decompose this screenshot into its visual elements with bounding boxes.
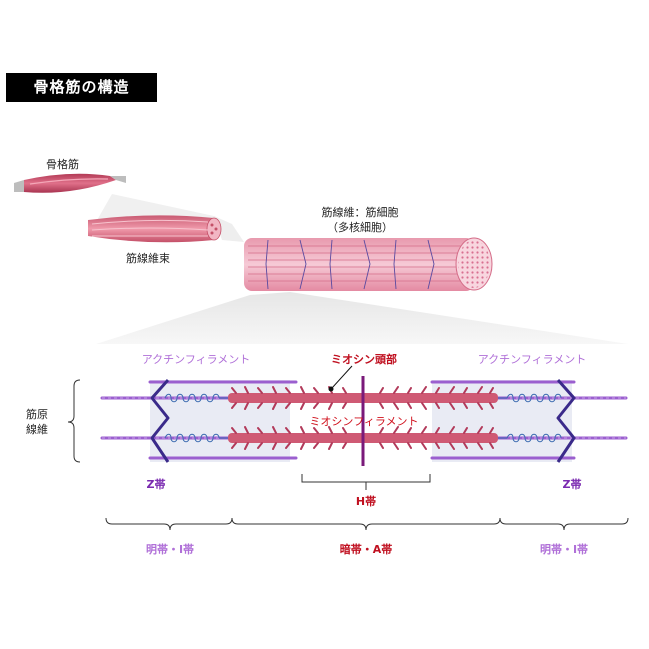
myofibril-label-line1: 筋原 [26,408,48,421]
a-band-bracket [231,517,501,531]
muscle-fiber-illustration [244,237,493,291]
h-band-bracket [301,474,431,490]
myosin-filament-label: ミオシンフィラメント [309,415,419,428]
z-band-label-right: Z帯 [562,478,582,491]
myosin-head-label: ミオシン頭部 [331,353,397,366]
zoom-connector-2 [214,216,244,242]
a-band-label: 暗帯・A帯 [339,543,393,556]
fiber-bundle-illustration [88,215,222,243]
skeletal-muscle-illustration [14,173,126,193]
actin-filament-label-left: アクチンフィラメント [141,353,251,366]
myosin-head-pointer [331,365,353,389]
titin-springs [164,393,562,443]
i-band-label-right: 明帯・I帯 [539,543,589,556]
muscle-fiber-label: 筋線維：筋細胞 [321,206,399,219]
page-title: 骨格筋の構造 [6,73,157,102]
muscle-fiber-sublabel: （多核細胞） [327,221,393,234]
actin-filament-label-right: アクチンフィラメント [477,353,587,366]
myofibril-label-line2: 線維 [26,423,48,436]
fiber-bundle-label: 筋線維束 [126,252,170,265]
h-band-label: H帯 [355,495,377,508]
z-lines [150,379,576,463]
z-band-label-left: Z帯 [146,478,166,491]
zoom-connector-3 [96,292,628,344]
zoom-connector-1 [96,194,220,222]
i-band-left-bracket [105,517,233,531]
i-band-label-left: 明帯・I帯 [145,543,195,556]
skeletal-muscle-label: 骨格筋 [46,158,79,171]
i-band-right-bracket [499,517,629,531]
myofibril-bracket [67,379,81,463]
